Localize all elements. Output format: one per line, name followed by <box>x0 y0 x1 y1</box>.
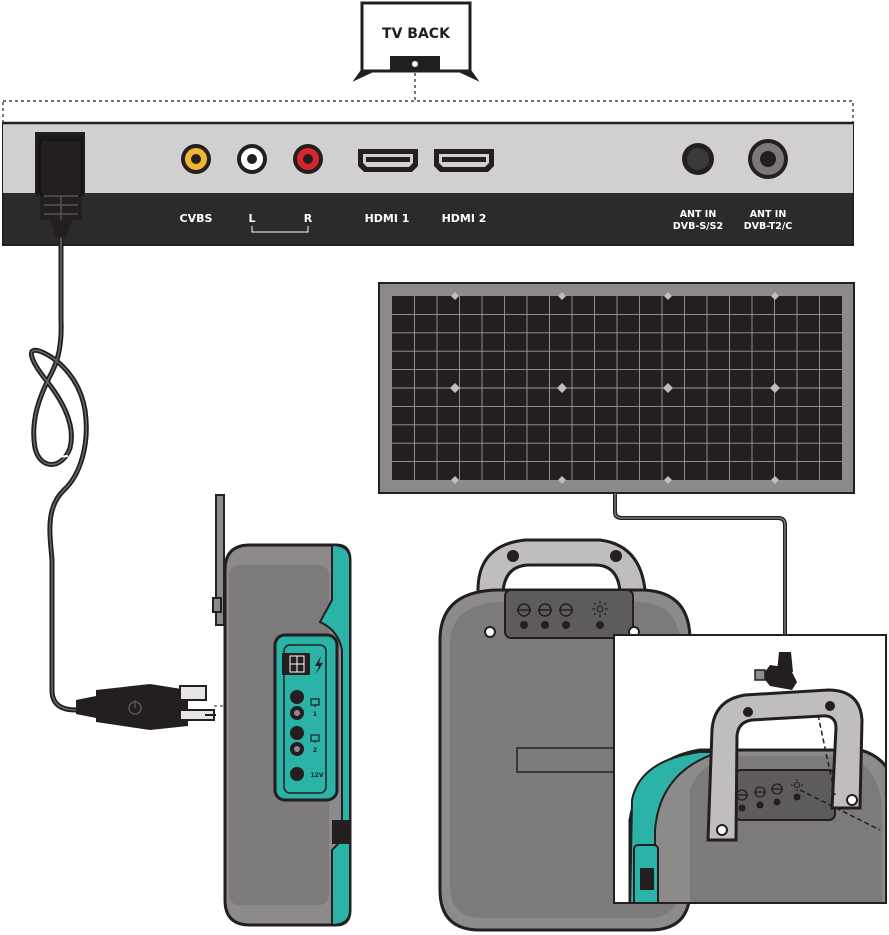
sun-icon <box>592 601 608 629</box>
tv-icon <box>352 1 480 82</box>
tv-panel-dashed-outline <box>2 100 854 124</box>
hdmi2-label: HDMI 2 <box>442 212 487 225</box>
solar-junction <box>771 292 779 300</box>
tv-back-title: TV BACK <box>382 26 451 42</box>
cvbs-port[interactable] <box>181 144 211 174</box>
ant-ter-port[interactable] <box>748 139 788 179</box>
battery-unit-side: 1 2 12V <box>212 494 352 927</box>
power-plug-icon <box>128 700 142 715</box>
light-switch-1[interactable] <box>517 603 531 629</box>
audio-right-label: R <box>304 212 313 225</box>
dc-port-12v[interactable] <box>290 767 304 781</box>
solar-input-port[interactable] <box>282 653 310 675</box>
solar-junction <box>771 476 779 484</box>
solar-cell-grid <box>392 292 842 484</box>
tv-connector-panel: CVBS L R HDMI 1 HDMI 2 ANT IN DVB-S/S2 A… <box>2 121 854 246</box>
solar-junction <box>663 383 673 393</box>
ant-sat-port[interactable] <box>682 143 714 175</box>
light-switch-3[interactable] <box>559 603 573 629</box>
port-2-label: 2 <box>313 747 317 754</box>
solar-junction <box>450 383 460 393</box>
audio-right-port[interactable] <box>293 144 323 174</box>
tv-power-plug <box>39 139 83 238</box>
dc-port-1[interactable] <box>290 690 304 720</box>
hdmi1-port[interactable] <box>358 149 418 172</box>
dc-port-2[interactable] <box>290 726 304 756</box>
solar-junction <box>558 476 566 484</box>
hdmi2-port[interactable] <box>434 149 494 172</box>
tv-back-badge: TV BACK <box>2 1 854 124</box>
lightning-icon <box>315 656 323 674</box>
port-12v-label: 12V <box>311 772 324 779</box>
battery-control-strip <box>504 589 634 639</box>
ant-ter-label-2: DVB-T2/C <box>744 221 793 232</box>
inset-switches <box>736 779 803 812</box>
solar-junction <box>451 292 459 300</box>
solar-junction <box>451 476 459 484</box>
detail-inset <box>613 634 887 904</box>
solar-junction <box>557 383 567 393</box>
solar-junction <box>664 292 672 300</box>
audio-left-label: L <box>248 212 255 225</box>
hdmi1-label: HDMI 1 <box>365 212 410 225</box>
port-1-label: 1 <box>313 711 317 718</box>
solar-junction <box>664 476 672 484</box>
ant-sat-label-2: DVB-S/S2 <box>673 221 723 232</box>
audio-bracket <box>251 226 309 233</box>
solar-junction <box>558 292 566 300</box>
ant-ter-label-1: ANT IN <box>750 209 787 220</box>
audio-left-port[interactable] <box>237 144 267 174</box>
solar-junction <box>770 383 780 393</box>
power-cable <box>29 139 89 713</box>
solar-panel-icon <box>378 282 855 494</box>
solar-cable-plug <box>754 652 797 690</box>
monitor-icon <box>310 734 320 743</box>
ant-sat-label-1: ANT IN <box>680 209 717 220</box>
cvbs-label: CVBS <box>180 212 213 225</box>
dc-plug <box>76 684 290 730</box>
monitor-icon <box>310 698 320 707</box>
light-switch-2[interactable] <box>538 603 552 629</box>
